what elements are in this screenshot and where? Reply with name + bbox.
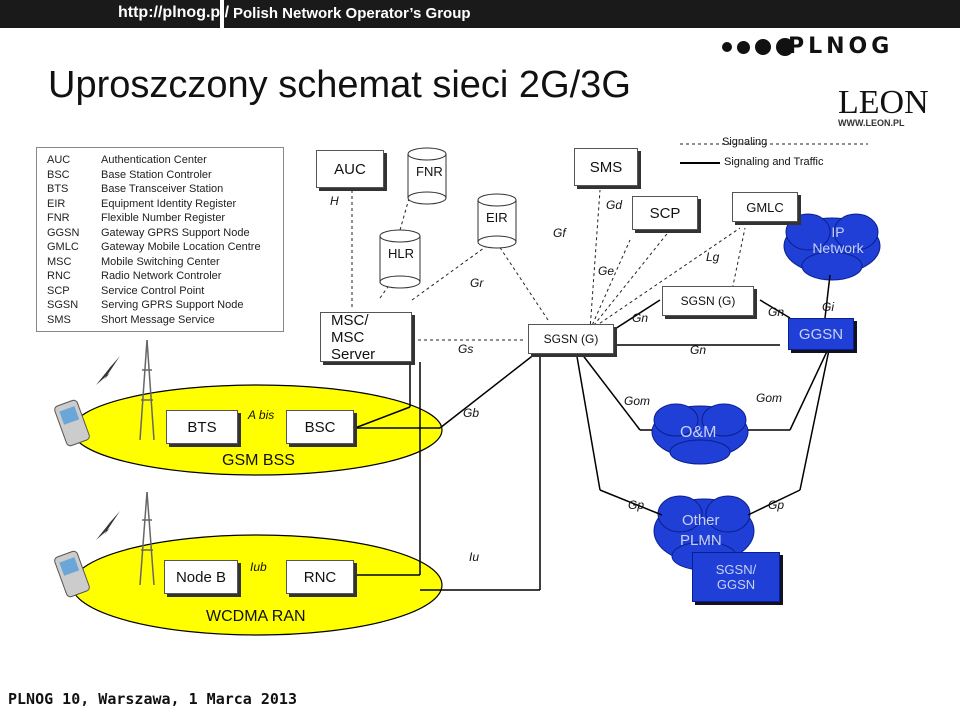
gf-interface-label: Gf xyxy=(553,226,566,240)
wcdma-tower xyxy=(139,491,155,586)
sms-node: SMS xyxy=(574,148,638,186)
leon-name: LEON xyxy=(838,84,929,121)
ip-network-label: IP Network xyxy=(812,224,864,256)
nodeb-node: Node B xyxy=(164,560,238,594)
gsm-tower xyxy=(139,339,155,441)
bts-node: BTS xyxy=(166,410,238,444)
ge-interface-label: Ge xyxy=(598,264,615,278)
other-plmn-label-2: PLMN xyxy=(680,532,722,549)
msc-label-line2: MSC Server xyxy=(331,328,376,363)
legend-abbr: GGSN xyxy=(47,226,80,239)
gb-interface-label: Gb xyxy=(463,406,480,420)
sgsn-ggsn-line1: SGSN/ xyxy=(715,562,757,577)
gi-interface-label: Gi xyxy=(822,300,834,314)
hlr-label: HLR xyxy=(388,246,415,261)
rnc-node: RNC xyxy=(286,560,354,594)
gp-interface-label: Gp xyxy=(628,498,645,512)
sgsn-g-node-1: SGSN (G) xyxy=(528,324,614,354)
legend-desc: Mobile Switching Center xyxy=(101,255,220,268)
gs-interface-label: Gs xyxy=(458,342,474,356)
leon-logo: LEON WWW.LEON.PL xyxy=(838,84,948,128)
legend-abbr: BSC xyxy=(47,168,70,181)
sgsn-g-node-2: SGSN (G) xyxy=(662,286,754,316)
legend-desc: Gateway GPRS Support Node xyxy=(101,226,250,239)
gn-interface-label: Gn xyxy=(768,305,785,319)
legend-abbr: FNR xyxy=(47,212,70,224)
h-interface-label: H xyxy=(330,194,339,208)
gn-interface-label: Gn xyxy=(690,343,707,357)
legend-desc: Base Station Controler xyxy=(101,168,212,181)
banner-separator xyxy=(220,0,224,28)
lg-interface-label: Lg xyxy=(706,250,720,264)
legend-abbr: RNC xyxy=(47,270,71,282)
radio-link-icon xyxy=(96,356,120,385)
legend-abbr: SCP xyxy=(47,284,70,297)
legend-desc: Flexible Number Register xyxy=(101,212,226,224)
legend-abbr: EIR xyxy=(47,197,66,210)
gp-interface-label: Gp xyxy=(768,498,785,512)
legend-desc: Service Control Point xyxy=(101,284,205,297)
sgsn-ggsn-node: SGSN/ GGSN xyxy=(692,552,780,602)
wcdma-ran-label: WCDMA RAN xyxy=(206,608,306,625)
sgsn-ggsn-line2: GGSN xyxy=(716,577,756,592)
plnog-url[interactable]: http://plnog.pl/ xyxy=(118,4,230,21)
om-label: O&M xyxy=(680,424,717,441)
eir-label: EIR xyxy=(486,210,508,225)
legend-desc: Equipment Identity Register xyxy=(101,197,237,210)
gr-interface-label: Gr xyxy=(470,276,484,290)
om-cloud xyxy=(651,403,749,465)
hlr-cylinder xyxy=(379,229,421,289)
other-plmn-label-1: Other xyxy=(682,512,720,529)
legend-desc: Radio Network Controler xyxy=(101,270,222,282)
legend-abbr: SGSN xyxy=(47,299,79,311)
leon-url: WWW.LEON.PL xyxy=(838,118,905,128)
iub-interface-label: Iub xyxy=(250,560,267,574)
ip-network-cloud xyxy=(783,213,881,281)
auc-node: AUC xyxy=(316,150,384,188)
iu-interface-label: Iu xyxy=(469,550,480,564)
eir-cylinder xyxy=(477,193,517,249)
legend-abbr: SMS xyxy=(47,313,71,326)
radio-link-icon xyxy=(96,511,120,540)
mobile-phone-icon xyxy=(54,550,90,598)
scp-node: SCP xyxy=(632,196,698,230)
legend-abbr: BTS xyxy=(47,183,69,195)
ggsn-node: GGSN xyxy=(788,318,854,350)
legend-desc: Serving GPRS Support Node xyxy=(101,299,244,311)
msc-node: MSC/ MSC Server xyxy=(320,311,412,363)
msc-label-line1: MSC/ xyxy=(331,311,369,329)
fnr-cylinder xyxy=(407,147,447,205)
bsc-node: BSC xyxy=(286,410,354,444)
legend-desc: Base Transceiver Station xyxy=(101,183,224,195)
legend-desc: Authentication Center xyxy=(101,154,207,166)
group-name: Polish Network Operator’s Group xyxy=(233,5,471,22)
gom-interface-label: Gom xyxy=(624,394,651,408)
gom-interface-label: Gom xyxy=(756,391,783,405)
legend-abbr: GMLC xyxy=(47,241,79,253)
plnog-logo: PLNOG xyxy=(788,34,894,59)
traffic-legend: Signaling and Traffic xyxy=(724,156,824,168)
fnr-label: FNR xyxy=(416,164,443,179)
legend-abbr: AUC xyxy=(47,154,71,166)
footer-text: PLNOG 10, Warszawa, 1 Marca 2013 xyxy=(8,690,297,708)
gmlc-node: GMLC xyxy=(732,192,798,222)
legend-desc: Gateway Mobile Location Centre xyxy=(101,241,261,253)
top-banner: http://plnog.pl/ Polish Network Operator… xyxy=(0,0,960,28)
mobile-phone-icon xyxy=(54,399,90,447)
legend-abbr: MSC xyxy=(47,255,72,268)
plnog-logo-dots xyxy=(722,38,799,56)
gsm-bss-label: GSM BSS xyxy=(222,452,295,469)
abis-interface-label: A bis xyxy=(248,408,275,422)
signaling-legend: Signaling xyxy=(722,136,768,148)
legend-desc: Short Message Service xyxy=(101,313,215,326)
page-title: Uproszczony schemat sieci 2G/3G xyxy=(48,64,631,106)
gn-interface-label: Gn xyxy=(632,311,649,325)
gd-interface-label: Gd xyxy=(606,198,623,212)
